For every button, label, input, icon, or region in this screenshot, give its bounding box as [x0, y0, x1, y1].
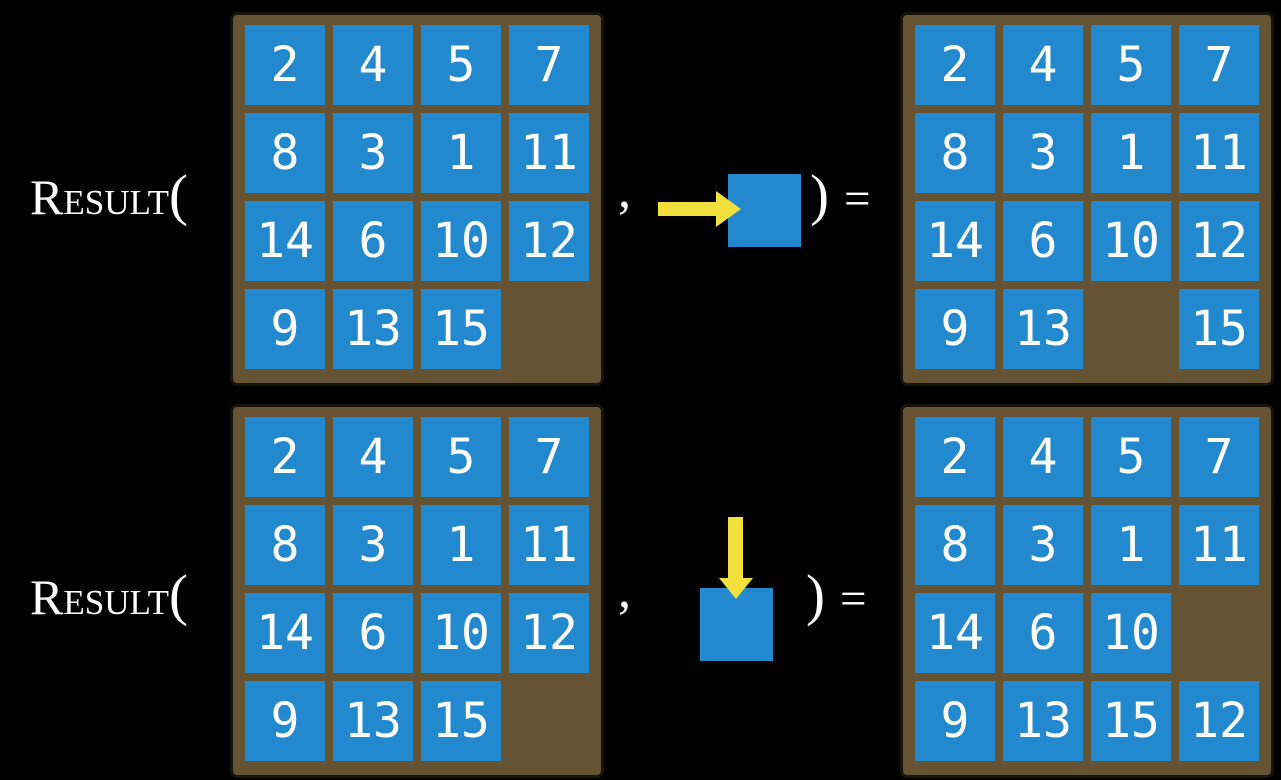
- puzzle-tile: 13: [333, 289, 413, 369]
- close-equals-row1: )=: [810, 167, 871, 224]
- puzzle-tile: 4: [333, 417, 413, 497]
- arrow-shaft: [728, 517, 743, 579]
- puzzle-tile: 2: [245, 417, 325, 497]
- puzzle-tile: 7: [1179, 25, 1259, 105]
- arrow-head: [716, 191, 741, 227]
- puzzle-tile: 2: [915, 25, 995, 105]
- puzzle-tile: 6: [333, 201, 413, 281]
- puzzle-tile: 2: [245, 25, 325, 105]
- puzzle-tile: 4: [1003, 417, 1083, 497]
- puzzle-tile: 3: [1003, 505, 1083, 585]
- puzzle-tile: 2: [915, 417, 995, 497]
- puzzle-tile: 1: [421, 505, 501, 585]
- arrow-head: [719, 578, 753, 599]
- puzzle-tile: 4: [333, 25, 413, 105]
- empty-cell: [1179, 595, 1259, 675]
- puzzle-tile: 15: [1179, 289, 1259, 369]
- open-paren: (: [169, 564, 189, 627]
- puzzle-tile: 10: [1091, 593, 1171, 673]
- close-paren: ): [810, 164, 829, 227]
- action-tile-row2: [700, 588, 773, 661]
- function-name: Result: [30, 569, 170, 625]
- puzzle-tile: 11: [509, 113, 589, 193]
- puzzle-tile: 12: [509, 201, 589, 281]
- puzzle-tile: 9: [245, 681, 325, 761]
- puzzle-tile: 15: [421, 289, 501, 369]
- puzzle-tile: 6: [333, 593, 413, 673]
- result-function-label-row1: Result(: [30, 167, 188, 224]
- puzzle-tile: 14: [915, 201, 995, 281]
- puzzle-tile: 11: [1179, 505, 1259, 585]
- puzzle-tile: 10: [421, 201, 501, 281]
- arrow-down-icon: [719, 517, 753, 599]
- puzzle-tile: 13: [333, 681, 413, 761]
- empty-cell: [1091, 291, 1171, 371]
- puzzle-tile: 12: [1179, 681, 1259, 761]
- puzzle-tile: 13: [1003, 289, 1083, 369]
- puzzle-tile: 8: [245, 505, 325, 585]
- puzzle-tile: 11: [509, 505, 589, 585]
- puzzle-tile: 14: [245, 201, 325, 281]
- puzzle-tile: 9: [915, 681, 995, 761]
- puzzle-tile: 6: [1003, 593, 1083, 673]
- empty-cell: [509, 683, 589, 763]
- puzzle-tile: 3: [333, 113, 413, 193]
- equals-sign: =: [839, 573, 867, 625]
- puzzle-tile: 1: [1091, 505, 1171, 585]
- arrow-shaft: [658, 202, 718, 216]
- puzzle-tile: 12: [509, 593, 589, 673]
- close-equals-row2: )=: [806, 567, 867, 624]
- puzzle-tile: 5: [421, 25, 501, 105]
- result-function-label-row2: Result(: [30, 567, 188, 624]
- puzzle-tile: 7: [509, 417, 589, 497]
- comma-row1: ,: [618, 162, 631, 219]
- comma-row2: ,: [618, 562, 631, 619]
- puzzle-tile: 4: [1003, 25, 1083, 105]
- function-name: Result: [30, 169, 170, 225]
- puzzle-tile: 7: [509, 25, 589, 105]
- puzzle-tile: 9: [915, 289, 995, 369]
- close-paren: ): [806, 564, 825, 627]
- puzzle-tile: 8: [245, 113, 325, 193]
- equals-sign: =: [843, 173, 871, 225]
- puzzle-tile: 8: [915, 113, 995, 193]
- puzzle-tile: 3: [1003, 113, 1083, 193]
- puzzle-tile: 1: [1091, 113, 1171, 193]
- puzzle-tile: 15: [1091, 681, 1171, 761]
- puzzle-tile: 1: [421, 113, 501, 193]
- puzzle-tile: 14: [245, 593, 325, 673]
- open-paren: (: [169, 164, 189, 227]
- puzzle-tile: 11: [1179, 113, 1259, 193]
- puzzle-tile: 10: [1091, 201, 1171, 281]
- empty-cell: [509, 291, 589, 371]
- puzzle-tile: 13: [1003, 681, 1083, 761]
- puzzle-tile: 6: [1003, 201, 1083, 281]
- puzzle-tile: 9: [245, 289, 325, 369]
- puzzle-tile: 5: [1091, 417, 1171, 497]
- puzzle-tile: 3: [333, 505, 413, 585]
- puzzle-tile: 5: [1091, 25, 1171, 105]
- puzzle-tile: 7: [1179, 417, 1259, 497]
- puzzle-tile: 5: [421, 417, 501, 497]
- arrow-right-icon: [658, 191, 742, 227]
- puzzle-tile: 8: [915, 505, 995, 585]
- puzzle-tile: 12: [1179, 201, 1259, 281]
- puzzle-tile: 15: [421, 681, 501, 761]
- puzzle-tile: 14: [915, 593, 995, 673]
- puzzle-tile: 10: [421, 593, 501, 673]
